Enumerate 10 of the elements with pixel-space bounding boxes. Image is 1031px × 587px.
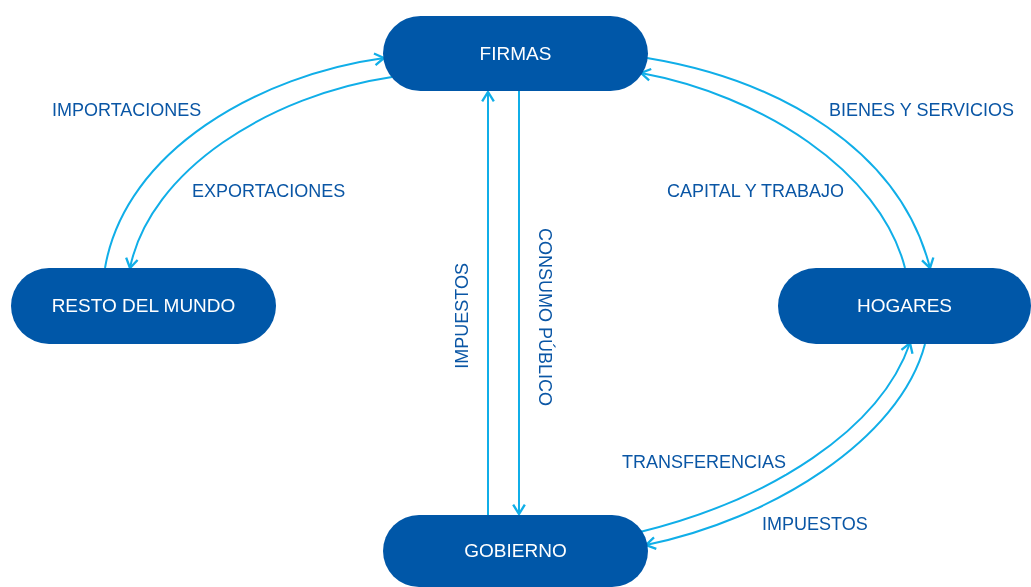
rounded-box: RESTO DEL MUNDO [11,268,276,344]
arrow [512,90,526,516]
rounded-box: HOGARES [778,268,1031,344]
arrow [646,57,934,270]
edge-label: TRANSFERENCIAS [622,452,787,474]
rounded-box: GOBIERNO [383,515,648,587]
rounded-box: FIRMAS [383,16,648,91]
arrow [639,68,906,269]
arrow [481,90,495,516]
arrow [125,76,393,270]
